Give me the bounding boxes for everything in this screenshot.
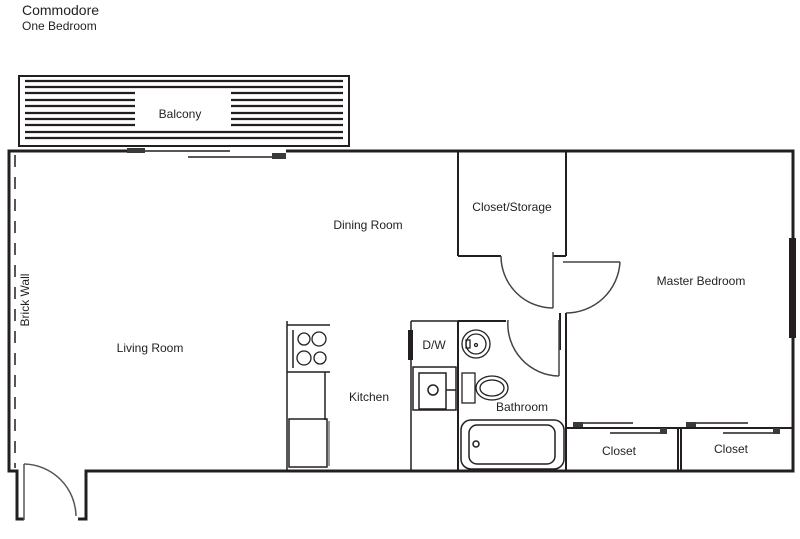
toilet-icon <box>461 372 509 404</box>
kitchen-counter-left <box>286 321 330 471</box>
bedroom-west-wall <box>559 313 567 471</box>
room-label-dishwasher: D/W <box>422 338 446 352</box>
closet-storage-walls <box>457 151 567 257</box>
closet-storage-door <box>500 252 554 309</box>
room-label-living-room: Living Room <box>116 341 184 355</box>
kitchen-counter-right <box>410 320 458 471</box>
bathroom-sink-icon <box>461 329 491 359</box>
exterior-walls <box>7 149 795 521</box>
room-label-bathroom: Bathroom <box>495 400 549 414</box>
bathroom-walls <box>457 320 506 471</box>
balcony-sliding-door <box>127 148 286 159</box>
bathtub-icon <box>460 419 565 470</box>
stove-icon <box>296 331 327 366</box>
brick-wall-label: Brick Wall <box>18 273 32 327</box>
dishwasher-icon <box>408 330 413 360</box>
balcony-slats <box>25 79 343 140</box>
bedroom-door <box>563 261 621 314</box>
room-label-closet-2: Closet <box>713 442 749 456</box>
bedroom-window <box>789 238 796 338</box>
room-label-master-bedroom: Master Bedroom <box>656 274 746 288</box>
closet-2-sliding-door <box>686 422 780 434</box>
entry-door <box>23 463 77 520</box>
floorplan-title: Commodore <box>22 2 100 18</box>
refrigerator-icon <box>288 418 330 468</box>
room-label-kitchen: Kitchen <box>348 390 390 404</box>
closet-walls <box>566 427 793 471</box>
room-label-balcony: Balcony <box>158 107 202 121</box>
balcony-outline <box>18 75 350 147</box>
bathroom-door <box>507 319 560 377</box>
room-label-closet-1: Closet <box>601 444 637 458</box>
closet-1-sliding-door <box>573 422 667 434</box>
room-label-closet-storage: Closet/Storage <box>472 200 552 214</box>
room-label-dining-room: Dining Room <box>333 218 403 232</box>
floorplan-subtitle: One Bedroom <box>22 19 97 33</box>
